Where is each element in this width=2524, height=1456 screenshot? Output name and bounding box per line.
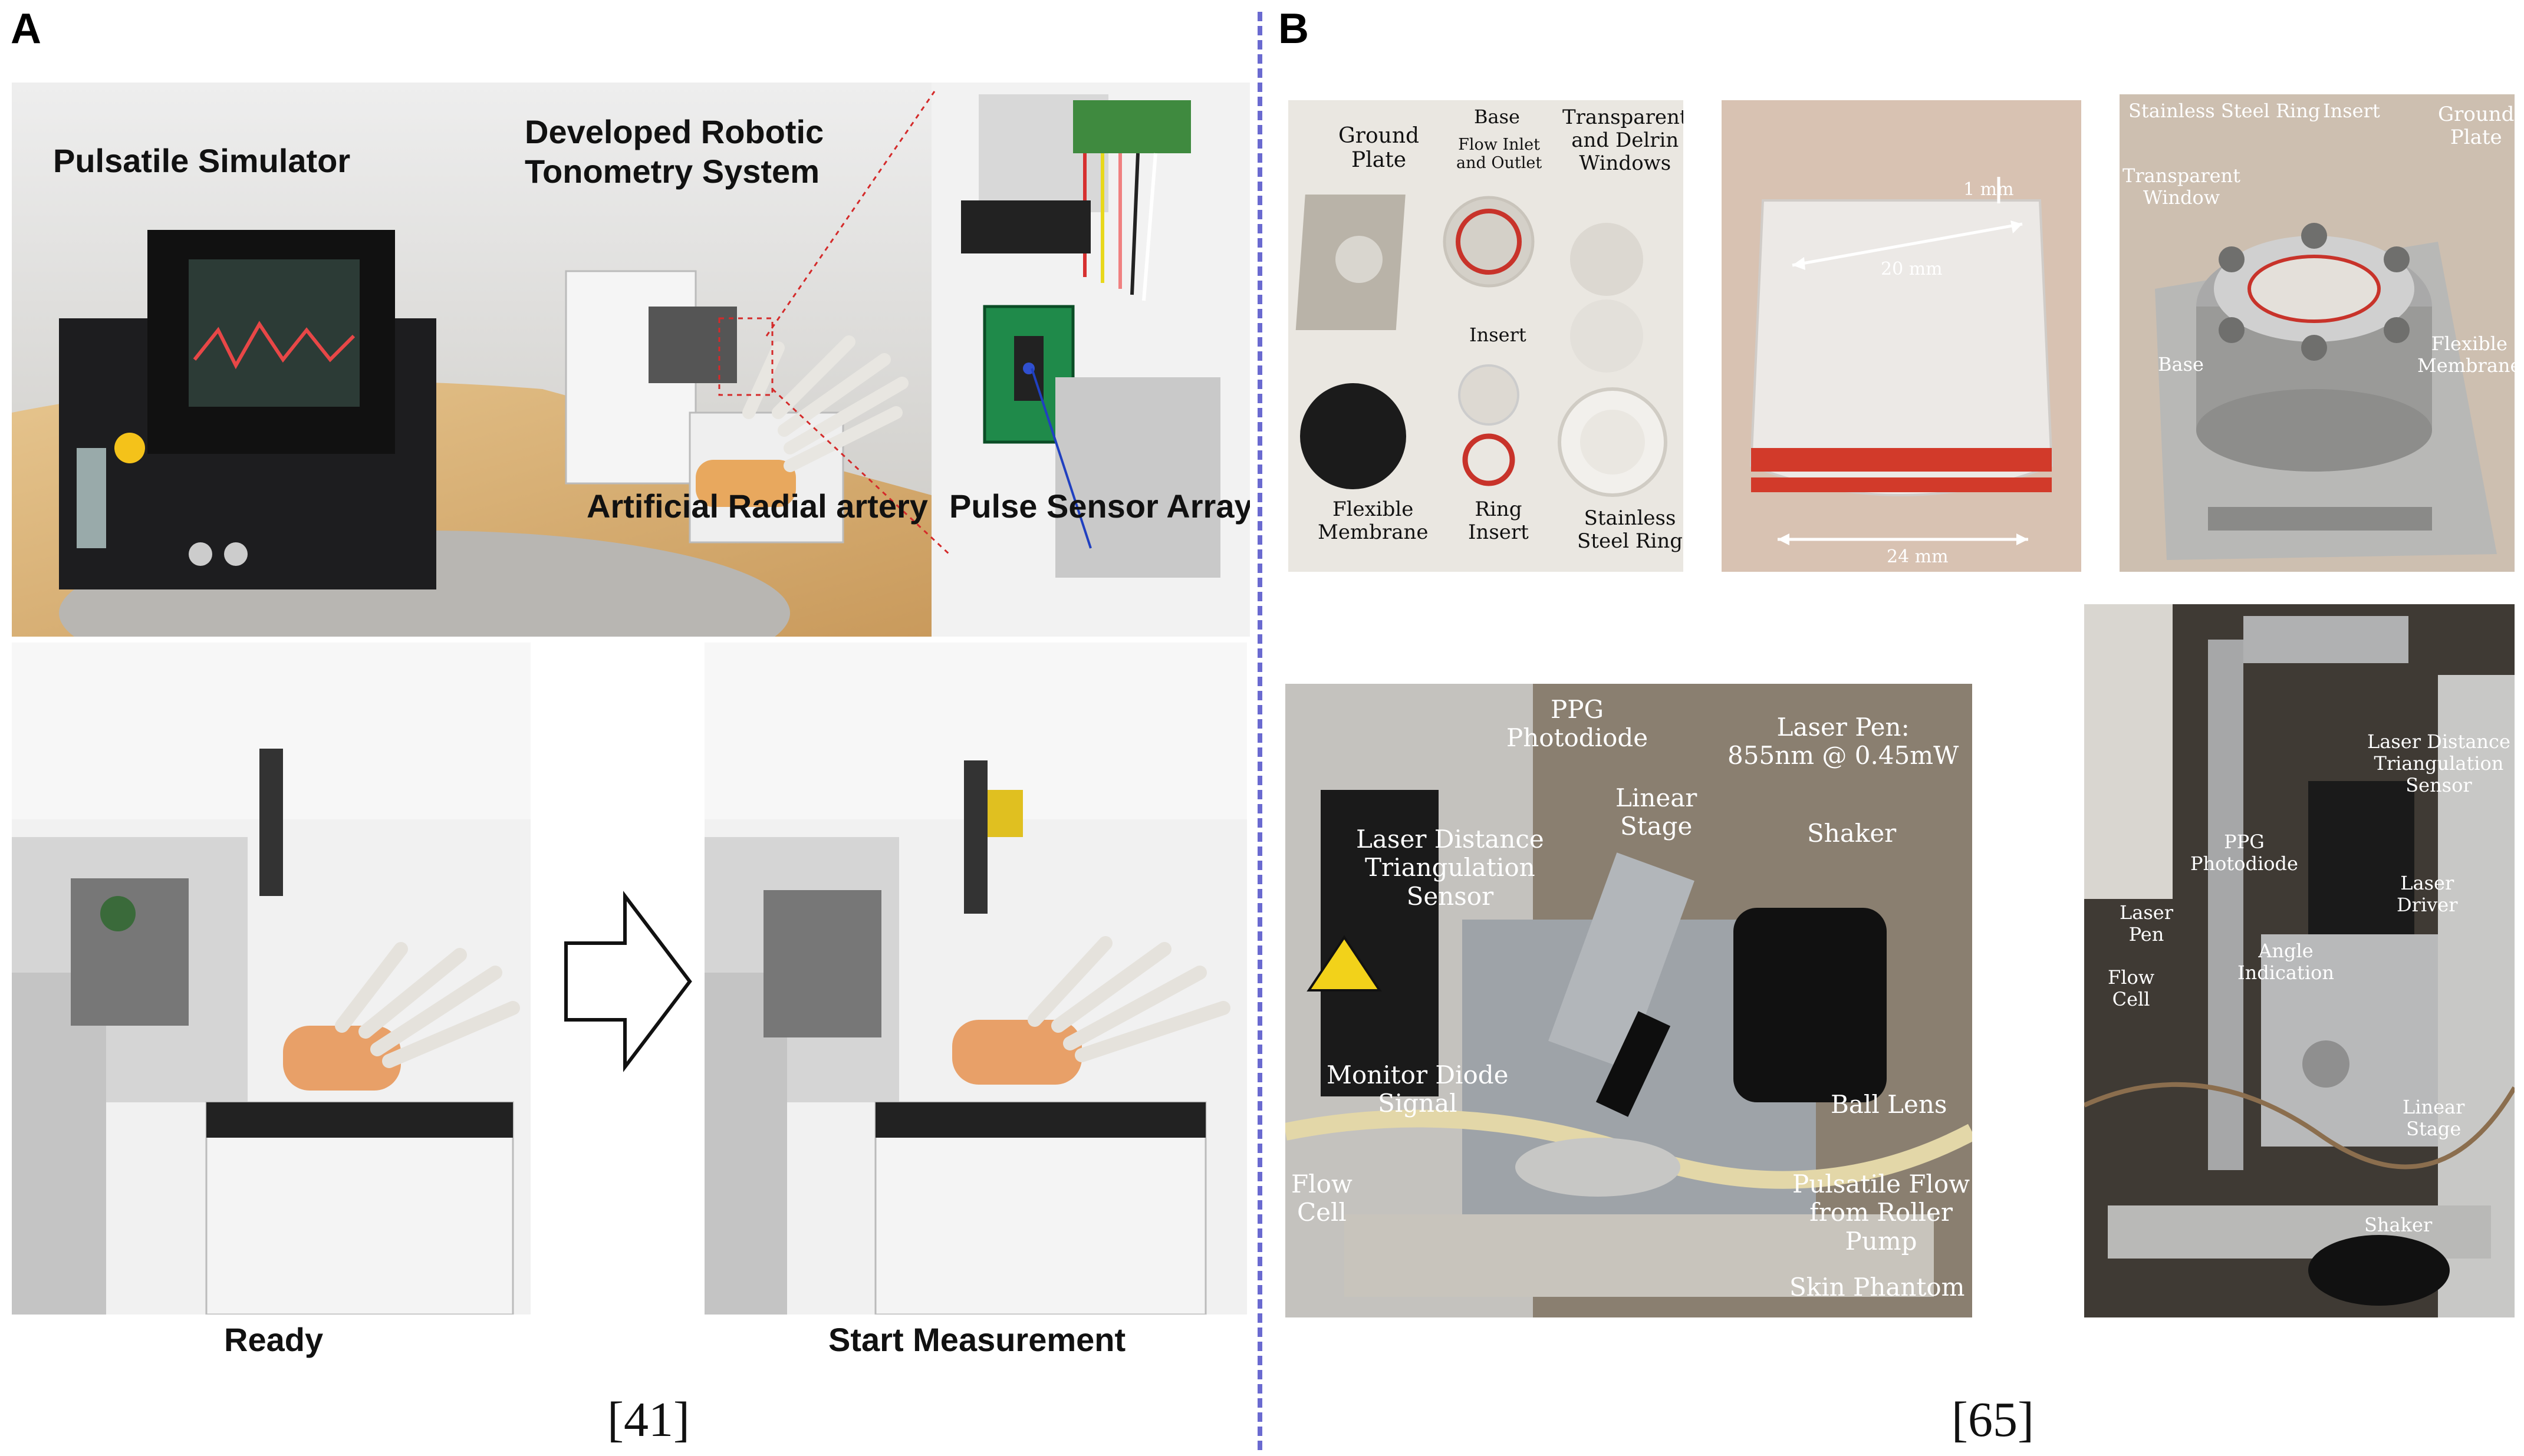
label-setup-linear-stage: Linear Stage [1615,783,1697,841]
label-setup-laser-pen: Laser Pen: 855nm @ 0.45mW [1727,713,1959,770]
label-base: Base [1474,106,1520,128]
panel-a-ready-photo [12,643,531,1315]
label-ready: Ready [224,1321,324,1358]
label-assembly-steel-ring: Stainless Steel Ring [2128,100,2321,122]
label-side-laser-driver: Laser Driver [2397,872,2458,916]
flow-cell-assembly-illustration [2120,94,2515,572]
label-assembly-insert: Insert [2323,100,2380,122]
label-setup-pulsatile-flow: Pulsatile Flow from Roller Pump [1792,1170,1970,1256]
label-dim-20mm: 20 mm [1881,259,1943,279]
label-dim-24mm: 24 mm [1887,546,1949,567]
label-side-linear-stage: Linear Stage [2403,1096,2465,1140]
label-dim-1mm: 1 mm [1963,179,2014,200]
label-flexible-membrane: Flexible Membrane [1318,498,1429,545]
label-side-laser-pen: Laser Pen [2120,901,2173,946]
label-setup-flow-cell: Flow Cell [1291,1170,1353,1227]
label-start-measurement: Start Measurement [828,1321,1126,1358]
panel-letter-a: A [11,5,41,52]
label-setup-skin-phantom: Skin Phantom [1789,1273,1965,1302]
panel-divider [1258,12,1262,1450]
panel-letter-b: B [1278,5,1309,52]
flow-cell-parts-illustration [1295,195,1667,497]
label-robotic-tonometry-system: Developed Robotic Tonometry System [525,113,824,190]
label-assembly-flexible-membrane: Flexible Membrane [2417,332,2515,377]
measurement-state-illustration [705,643,1247,1315]
panel-b-setup-photo: PPG Photodiode Laser Pen: 855nm @ 0.45mW… [1285,684,1972,1317]
label-pulsatile-simulator: Pulsatile Simulator [53,142,351,179]
label-ground-plate: Ground Plate [1338,124,1420,173]
ppg-setup-illustration [1285,684,1972,1317]
insert-dimensions-illustration [1722,100,2081,572]
panel-b-assembly-photo: Stainless Steel Ring Insert Ground Plate… [2120,94,2515,572]
label-setup-shaker: Shaker [1807,819,1897,848]
label-flow-inlet-outlet: Flow Inlet and Outlet [1456,136,1542,173]
label-stainless-steel-ring: Stainless Steel Ring [1577,506,1683,554]
label-assembly-base: Base [2158,353,2204,375]
label-side-laser-sensor: Laser Distance Triangulation Sensor [2367,730,2510,796]
label-ring-insert: Ring Insert [1468,498,1529,545]
label-side-flow-cell: Flow Cell [2108,966,2155,1010]
panel-a-measure-photo [705,643,1247,1315]
label-side-angle-indication: Angle Indication [2237,940,2334,984]
label-side-shaker: Shaker [2364,1214,2433,1236]
label-setup-monitor-diode: Monitor Diode Signal [1327,1060,1509,1118]
label-insert: Insert [1469,324,1526,346]
transition-arrow-icon [564,891,692,1072]
side-view-illustration [2084,604,2515,1317]
label-windows: Transparent and Delrin Windows [1562,106,1683,176]
label-setup-ppg-photodiode: PPG Photodiode [1506,695,1648,753]
label-side-ppg-photodiode: PPG Photodiode [2190,831,2298,875]
label-artificial-radial-artery: Artificial Radial artery [587,487,928,525]
robotic-tonometry-illustration [12,83,1250,637]
panel-b-side-photo: Laser Distance Triangulation Sensor PPG … [2084,604,2515,1317]
citation-65: [65] [1952,1392,2034,1447]
panel-a-top-photo: Pulsatile Simulator Developed Robotic To… [12,83,1250,637]
panel-b-insert-photo: 1 mm 20 mm 24 mm [1722,100,2081,572]
label-setup-laser-sensor: Laser Distance Triangulation Sensor [1356,825,1544,911]
label-assembly-ground-plate: Ground Plate [2438,103,2515,150]
panel-b-parts-photo: Ground Plate Base Flow Inlet and Outlet … [1288,100,1683,572]
ready-state-illustration [12,643,531,1315]
citation-41: [41] [607,1392,690,1447]
label-assembly-transparent-window: Transparent Window [2122,164,2241,209]
label-pulse-sensor-array: Pulse Sensor Array [949,487,1250,525]
label-setup-ball-lens: Ball Lens [1831,1090,1947,1119]
